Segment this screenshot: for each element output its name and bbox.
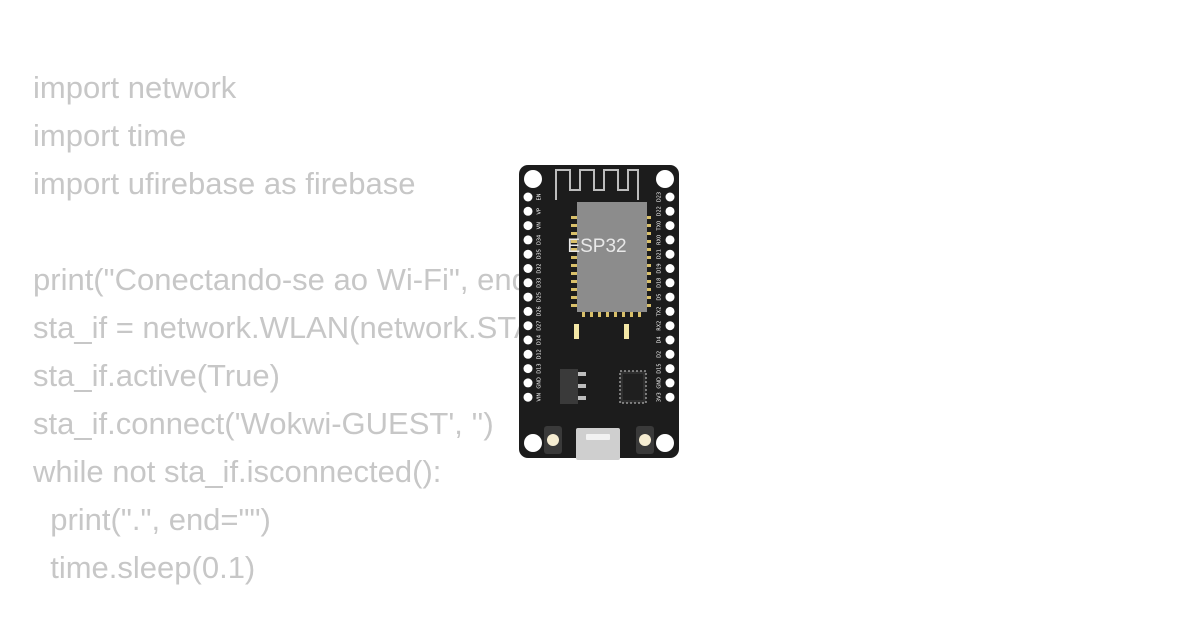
pin-hole-left-vin [523, 392, 533, 402]
pin-hole-right-3v3 [665, 392, 675, 402]
pin-hole-right-gnd [665, 378, 675, 388]
pin-label-left-d35: D35 [537, 249, 543, 259]
micro-usb-port [576, 428, 620, 460]
mount-hole-top-left [524, 170, 542, 188]
pin-hole-left-d27 [523, 321, 533, 331]
pin-hole-right-d4 [665, 335, 675, 345]
esp32-module [577, 202, 647, 312]
module-pads [571, 216, 651, 317]
smd-component-2 [624, 324, 629, 339]
code-line-while: while not sta_if.isconnected(): [33, 454, 442, 489]
pin-hole-right-tx2 [665, 306, 675, 316]
pin-hole-left-gnd [523, 378, 533, 388]
pin-label-right-d23: D23 [657, 192, 663, 202]
pin-label-right-d2: D2 [657, 351, 663, 358]
pin-label-right-d21: D21 [657, 249, 663, 259]
code-line-wlan: sta_if = network.WLAN(network.STA_IF) [33, 310, 590, 345]
pin-hole-left-vp [523, 206, 533, 216]
smd-component-1 [574, 324, 579, 339]
pin-label-right-d19: D19 [657, 263, 663, 273]
pin-label-left-gnd: GND [537, 377, 543, 389]
pin-label-right-tx0: TX0 [657, 221, 663, 232]
pin-label-right-3v3: 3V3 [657, 392, 663, 402]
pin-hole-right-d19 [665, 264, 675, 273]
pin-label-left-d32: D32 [537, 263, 543, 273]
esp32-chip-label: ESP32 [567, 236, 626, 257]
pin-label-left-d33: D33 [537, 278, 543, 288]
pin-hole-right-d23 [665, 192, 675, 202]
pin-label-left-d26: D26 [537, 306, 543, 316]
usb-uart-chip [619, 370, 647, 404]
pin-hole-right-d15 [665, 364, 675, 374]
pin-label-left-vin: VIN [537, 393, 543, 402]
code-line-connect: sta_if.connect('Wokwi-GUEST', '') [33, 406, 494, 441]
boot-button [544, 426, 562, 454]
pin-label-left-d25: D25 [537, 292, 543, 302]
pin-label-left-vn: VN [537, 222, 543, 229]
pin-label-left-en: EN [537, 193, 543, 200]
pin-hole-right-d18 [665, 278, 675, 288]
pin-label-right-tx2: TX2 [657, 307, 663, 318]
code-line-active: sta_if.active(True) [33, 358, 280, 393]
code-line-blank [33, 208, 590, 256]
code-line-sleep: time.sleep(0.1) [33, 550, 256, 585]
pin-hole-left-d12 [523, 349, 533, 359]
pin-hole-right-d22 [665, 206, 675, 216]
code-line-import-network: import network [33, 70, 237, 105]
pin-hole-right-tx0 [665, 221, 675, 231]
pin-hole-right-d5 [665, 292, 675, 302]
pin-hole-left-en [523, 192, 533, 202]
code-line-import-time: import time [33, 118, 187, 153]
mount-hole-bottom-right [656, 434, 674, 452]
esp32-board-graphic: ESP32 [519, 165, 679, 460]
pin-hole-right-d2 [665, 349, 675, 359]
pin-label-left-d34: D34 [537, 235, 543, 245]
mount-hole-top-right [656, 170, 674, 188]
pin-hole-left-d34 [523, 235, 533, 245]
code-snippet: import network import time import ufireb… [33, 64, 590, 592]
pin-hole-left-d25 [523, 292, 533, 302]
pin-hole-left-d32 [523, 264, 533, 273]
pin-hole-left-d33 [523, 278, 533, 288]
pin-label-right-d4: D4 [657, 336, 663, 343]
pin-hole-right-rx2 [665, 321, 675, 331]
pin-label-right-gnd: GND [657, 377, 663, 389]
pin-label-right-d15: D15 [657, 363, 663, 373]
pin-label-left-d13: D13 [537, 363, 543, 373]
pin-hole-left-d26 [523, 306, 533, 316]
pin-hole-left-d14 [523, 335, 533, 345]
code-line-print-connecting: print("Conectando-se ao Wi-Fi", end="") [33, 262, 580, 297]
code-line-print-dot: print(".", end="") [33, 502, 271, 537]
mount-hole-bottom-left [524, 434, 542, 452]
pin-label-left-vp: VP [537, 208, 543, 214]
antenna-trace [555, 169, 639, 200]
pin-hole-left-vn [523, 221, 533, 231]
esp32-board: ESP32 [518, 164, 680, 460]
pin-hole-right-d21 [665, 249, 675, 259]
voltage-regulator [560, 369, 586, 404]
pin-hole-left-d35 [523, 249, 533, 259]
pin-label-left-d27: D27 [537, 321, 543, 331]
pin-label-right-rx0: RX0 [657, 235, 663, 245]
reset-button [636, 426, 654, 454]
pin-label-right-d22: D22 [657, 206, 663, 216]
pin-hole-left-d13 [523, 364, 533, 374]
code-line-import-firebase: import ufirebase as firebase [33, 166, 416, 201]
pin-hole-right-rx0 [665, 235, 675, 245]
pin-label-left-d14: D14 [537, 335, 543, 345]
pin-label-left-d12: D12 [537, 349, 543, 359]
pin-label-right-d5: D5 [657, 294, 663, 301]
pin-label-right-d18: D18 [657, 278, 663, 288]
pin-label-right-rx2: RX2 [657, 321, 663, 331]
